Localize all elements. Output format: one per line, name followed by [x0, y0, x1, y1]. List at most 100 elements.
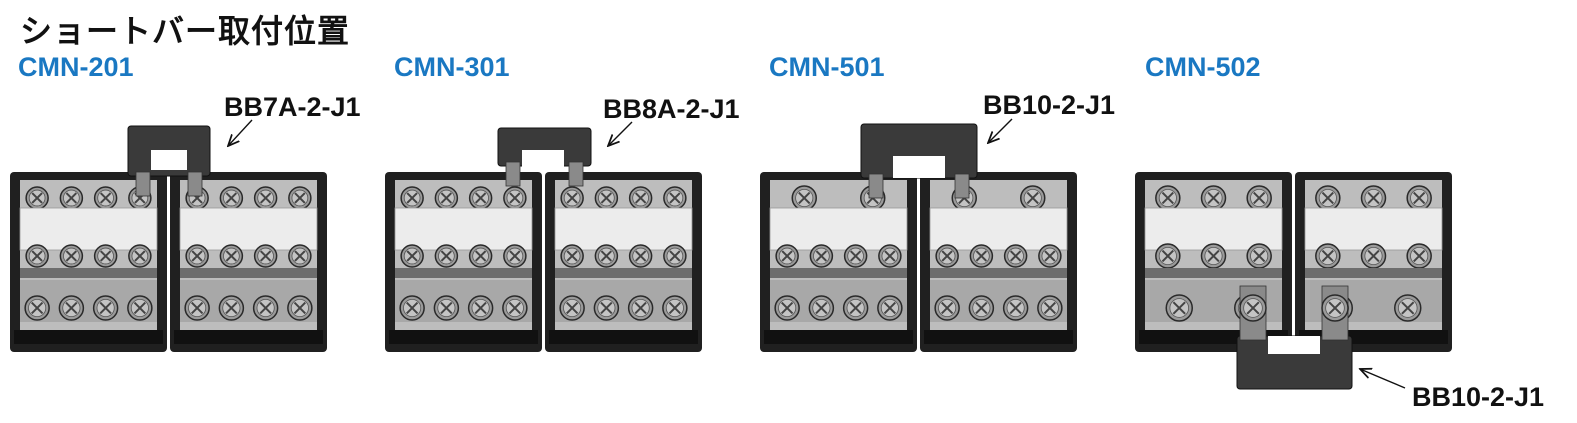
screw-icon [185, 244, 209, 268]
screw-icon [559, 295, 585, 321]
screw-icon [1038, 244, 1062, 268]
short-bar-cmn-201 [127, 125, 211, 197]
screw-icon [1155, 243, 1181, 269]
screw-icon [560, 244, 584, 268]
screw-icon [1315, 185, 1341, 211]
terminal-block-cmn-201-right [170, 172, 327, 352]
screw-icon [253, 244, 278, 268]
screw-icon [1406, 185, 1432, 211]
terminal-block-cmn-501-left [760, 172, 917, 352]
screw-icon [93, 244, 118, 268]
screw-icon [1037, 295, 1063, 321]
model-label-cmn-201: CMN-201 [18, 52, 134, 82]
terminal-block-cmn-301-right [545, 172, 702, 352]
leader-arrow-cmn-502 [1360, 369, 1406, 389]
screw-icon [1360, 243, 1387, 269]
screw-icon [662, 295, 688, 321]
screw-icon [628, 244, 653, 268]
screw-icon [1246, 243, 1272, 269]
screw-icon [503, 186, 527, 210]
screw-icon [219, 186, 244, 210]
leader-arrow-cmn-201 [228, 119, 253, 146]
screw-icon [968, 295, 995, 321]
terminal-block-cmn-502-left [1135, 172, 1292, 352]
screw-icon [24, 295, 50, 321]
screw-icon [560, 186, 584, 210]
screw-icon [594, 244, 619, 268]
screw-icon [1165, 294, 1193, 322]
screw-icon [1360, 185, 1387, 211]
screw-icon [400, 244, 424, 268]
screw-icon [1002, 295, 1029, 321]
short-bar-cmn-501 [860, 123, 978, 199]
part-label-cmn-501: BB10-2-J1 [983, 90, 1116, 120]
screw-icon [1321, 294, 1349, 322]
screw-icon [1003, 244, 1028, 268]
screw-icon [935, 244, 959, 268]
screw-icon [59, 186, 84, 210]
screw-icon [468, 186, 493, 210]
screw-icon [663, 186, 687, 210]
screw-icon [58, 295, 85, 321]
screw-icon [287, 295, 313, 321]
screw-icon [877, 295, 903, 321]
screw-icon [434, 244, 459, 268]
screw-icon [218, 295, 245, 321]
screw-icon [128, 244, 152, 268]
model-label-cmn-301: CMN-301 [394, 52, 510, 82]
screw-icon [808, 295, 835, 321]
screw-icon [969, 244, 994, 268]
short-bar-cmn-301 [497, 127, 592, 187]
screw-icon [434, 186, 459, 210]
screw-icon [468, 244, 493, 268]
page-title: ショートバー取付位置 [20, 12, 351, 50]
screw-icon [791, 185, 817, 211]
short-bar-cmn-502 [1236, 285, 1353, 390]
model-label-cmn-501: CMN-501 [769, 52, 885, 82]
screw-icon [127, 295, 153, 321]
screw-icon [843, 244, 868, 268]
screw-icon [503, 244, 527, 268]
screw-icon [1394, 294, 1422, 322]
leader-arrow-cmn-501 [988, 118, 1013, 143]
terminal-block-cmn-301-left [385, 172, 542, 352]
part-label-cmn-201: BB7A-2-J1 [224, 92, 361, 122]
screw-icon [502, 295, 528, 321]
screw-icon [1200, 243, 1227, 269]
screw-icon [253, 186, 278, 210]
screw-icon [1406, 243, 1432, 269]
model-label-cmn-502: CMN-502 [1145, 52, 1261, 82]
screw-icon [594, 186, 619, 210]
screw-icon [1239, 294, 1267, 322]
screw-icon [775, 244, 799, 268]
screw-icon [1315, 243, 1341, 269]
screw-icon [878, 244, 902, 268]
screw-icon [184, 295, 210, 321]
screw-icon [92, 295, 119, 321]
terminal-block-cmn-502-right [1295, 172, 1452, 352]
screw-icon [400, 186, 424, 210]
screw-icon [399, 295, 425, 321]
screw-icon [1155, 185, 1181, 211]
screw-icon [627, 295, 654, 321]
screw-icon [288, 244, 312, 268]
screw-icon [25, 186, 49, 210]
screw-icon [219, 244, 244, 268]
screw-icon [628, 186, 653, 210]
screw-icon [252, 295, 279, 321]
terminal-block-cmn-201-left [10, 172, 167, 352]
screw-icon [663, 244, 687, 268]
screw-icon [1200, 185, 1227, 211]
screw-icon [809, 244, 834, 268]
screw-icon [1246, 185, 1272, 211]
screw-icon [25, 244, 49, 268]
screw-icon [934, 295, 960, 321]
screw-icon [59, 244, 84, 268]
screw-icon [288, 186, 312, 210]
leader-arrow-cmn-301 [608, 121, 633, 146]
part-label-cmn-502: BB10-2-J1 [1412, 382, 1545, 412]
screw-icon [842, 295, 869, 321]
screw-icon [774, 295, 800, 321]
part-label-cmn-301: BB8A-2-J1 [603, 94, 740, 124]
